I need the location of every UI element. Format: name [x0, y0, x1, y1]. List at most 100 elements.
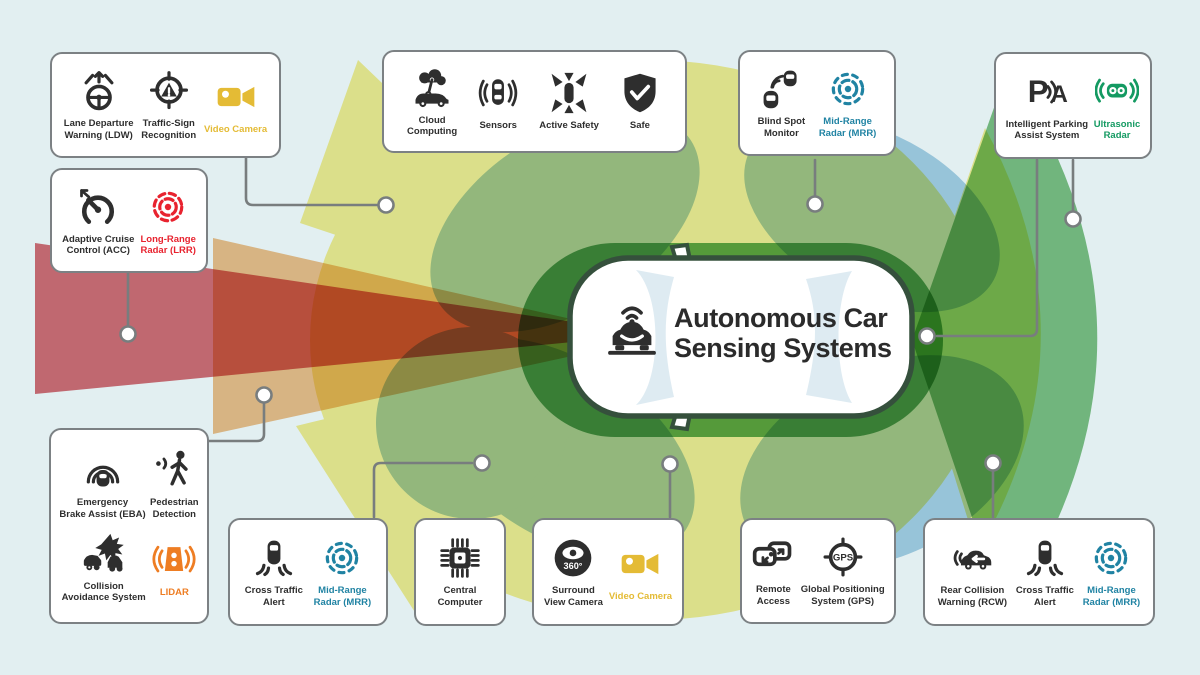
- connector-dot-acc: [119, 325, 137, 343]
- sensor-item-ultrasonic: Ultrasonic Radar: [1094, 70, 1140, 141]
- cross-traffic-icon: [252, 536, 296, 580]
- remote-access-icon: [751, 535, 795, 579]
- sensor-item-label: Collision Avoidance System: [61, 581, 146, 604]
- cross-traffic-icon: [1023, 536, 1067, 580]
- video-camera-icon: [618, 542, 662, 586]
- sensor-item-label: Mid-Range Radar (MRR): [818, 116, 877, 139]
- sensor-item-label: Lane Departure Warning (LDW): [63, 118, 134, 141]
- sensor-item-label: Adaptive Cruise Control (ACC): [62, 233, 135, 256]
- sensor-item-mid-range-radar: Mid-Range Radar (MRR): [1083, 536, 1140, 608]
- sensor-item-video-camera: Video Camera: [204, 75, 267, 135]
- sensor-item-video-camera: Video Camera: [609, 542, 672, 602]
- sensor-item-lidar: LIDAR: [152, 538, 196, 598]
- car-windshield: [636, 270, 674, 405]
- sensor-item-cross-traffic: Cross Traffic Alert: [1015, 536, 1074, 608]
- sensor-item-mid-range-radar: Mid-Range Radar (MRR): [313, 536, 372, 608]
- sensor-item-label: Traffic-Sign Recognition: [141, 118, 197, 141]
- sensor-item-emergency-brake: Emergency Brake Assist (EBA): [59, 448, 146, 520]
- ultrasonic-icon: [1095, 70, 1140, 114]
- sensor-item-label: Ultrasonic Radar: [1093, 118, 1141, 141]
- sensor-item-label: Video Camera: [608, 590, 673, 602]
- card-ldw: Lane Departure Warning (LDW) Traffic-Sign…: [50, 52, 281, 158]
- sensor-item-label: Long-Range Radar (LRR): [140, 233, 196, 256]
- sensor-item-blind-spot: Blind Spot Monitor: [757, 67, 806, 139]
- emergency-brake-icon: [81, 448, 125, 492]
- connector-line-parking-ultrasonic: [935, 158, 1039, 338]
- surround-view-icon: 360°: [551, 536, 595, 580]
- sensor-item-label: Blind Spot Monitor: [757, 116, 806, 139]
- title-line-1: Autonomous Car: [674, 303, 888, 333]
- connector-line-ldw: [244, 156, 379, 207]
- sensor-item-label: LIDAR: [159, 586, 189, 598]
- safe-icon: [618, 71, 662, 115]
- mid-range-radar-icon: [1089, 536, 1133, 580]
- connector-dot-surround: [661, 455, 679, 473]
- sensor-item-label: Global Positioning System (GPS): [800, 584, 885, 607]
- card-acc: Adaptive Cruise Control (ACC)Long-Range …: [50, 168, 208, 273]
- sensor-item-label: Cross Traffic Alert: [1015, 585, 1074, 608]
- sensor-item-rear-collision: Rear Collision Warning (RCW): [937, 536, 1008, 608]
- connector-dot-crosstraffic: [473, 454, 491, 472]
- sensor-item-gps: GPS Global Positioning System (GPS): [800, 535, 885, 607]
- sensor-item-traffic-sign: Traffic-Sign Recognition: [141, 69, 197, 141]
- svg-text:GPS: GPS: [833, 553, 854, 564]
- sensor-item-sensors: Sensors: [476, 71, 520, 131]
- connector-dot-blindspot: [806, 195, 824, 213]
- sensor-item-long-range-radar: Long-Range Radar (LRR): [140, 185, 196, 256]
- sensor-item-central-computer: Central Computer: [437, 536, 483, 608]
- sensor-item-active-safety: Active Safety: [539, 71, 599, 131]
- mid-range-radar-icon: [826, 67, 870, 111]
- adaptive-cruise-icon: [76, 185, 120, 229]
- sensor-item-label: Remote Access: [755, 584, 791, 607]
- connector-line-eba: [207, 402, 266, 443]
- sensor-item-label: Pedestrian Detection: [150, 497, 199, 520]
- sensor-item-label: Rear Collision Warning (RCW): [937, 585, 1008, 608]
- traffic-sign-icon: [147, 69, 191, 113]
- card-computer: Central Computer: [414, 518, 506, 626]
- car-rear-window: [806, 271, 852, 403]
- card-cloud: Cloud Computing Sensors Active Safety Safe: [382, 50, 687, 153]
- rear-collision-icon: [950, 536, 994, 580]
- sensor-item-cross-traffic: Cross Traffic Alert: [245, 536, 303, 608]
- pedestrian-icon: [152, 448, 196, 492]
- lidar-icon: [152, 538, 196, 582]
- long-range-radar-icon: [146, 185, 190, 229]
- sensor-item-lane-departure: Lane Departure Warning (LDW): [63, 69, 134, 141]
- zone-rear-fan: [912, 68, 1098, 615]
- sensor-item-label: Video Camera: [203, 123, 268, 135]
- sensor-item-cloud-computing: Cloud Computing: [407, 66, 457, 137]
- connector-line-crosstraffic: [372, 461, 474, 519]
- sensor-item-label: Surround View Camera: [543, 585, 603, 608]
- connector-dot-parking-fan: [1064, 210, 1082, 228]
- sensor-item-label: Safe: [629, 120, 650, 132]
- car-top-view: [567, 242, 915, 432]
- sensor-item-label: Sensors: [479, 120, 517, 132]
- sensor-item-label: Active Safety: [539, 120, 599, 132]
- sensor-item-safe: Safe: [618, 71, 662, 131]
- card-rear: Rear Collision Warning (RCW) Cross Traffi…: [923, 518, 1155, 626]
- sensor-item-label: Mid-Range Radar (MRR): [313, 585, 372, 608]
- collision-avoidance-icon: [82, 532, 126, 576]
- sensor-item-label: Intelligent Parking Assist System: [1005, 118, 1089, 141]
- connector-dot-rear: [984, 454, 1002, 472]
- page-title: Autonomous Car Sensing Systems: [674, 303, 892, 363]
- sensor-item-label: Emergency Brake Assist (EBA): [59, 497, 146, 520]
- sensor-item-remote-access: Remote Access: [751, 535, 795, 607]
- sensor-item-label: Cloud Computing: [407, 114, 458, 137]
- sensor-item-surround-view: 360° Surround View Camera: [543, 536, 603, 608]
- svg-text:360°: 360°: [564, 561, 583, 571]
- central-computer-icon: [438, 536, 482, 580]
- sensor-item-label: Central Computer: [437, 585, 483, 608]
- sensor-item-pedestrian: Pedestrian Detection: [150, 448, 199, 520]
- sensor-item-mid-range-radar: Mid-Range Radar (MRR): [818, 67, 877, 139]
- card-eba: Emergency Brake Assist (EBA)Pedestrian D…: [49, 428, 209, 624]
- lane-departure-icon: [77, 69, 121, 113]
- card-blindspot: Blind Spot Monitor Mid-Range Radar (MRR): [738, 50, 896, 156]
- card-gps: Remote Access GPS Global Positioning Syste…: [740, 518, 896, 624]
- active-safety-icon: [547, 71, 591, 115]
